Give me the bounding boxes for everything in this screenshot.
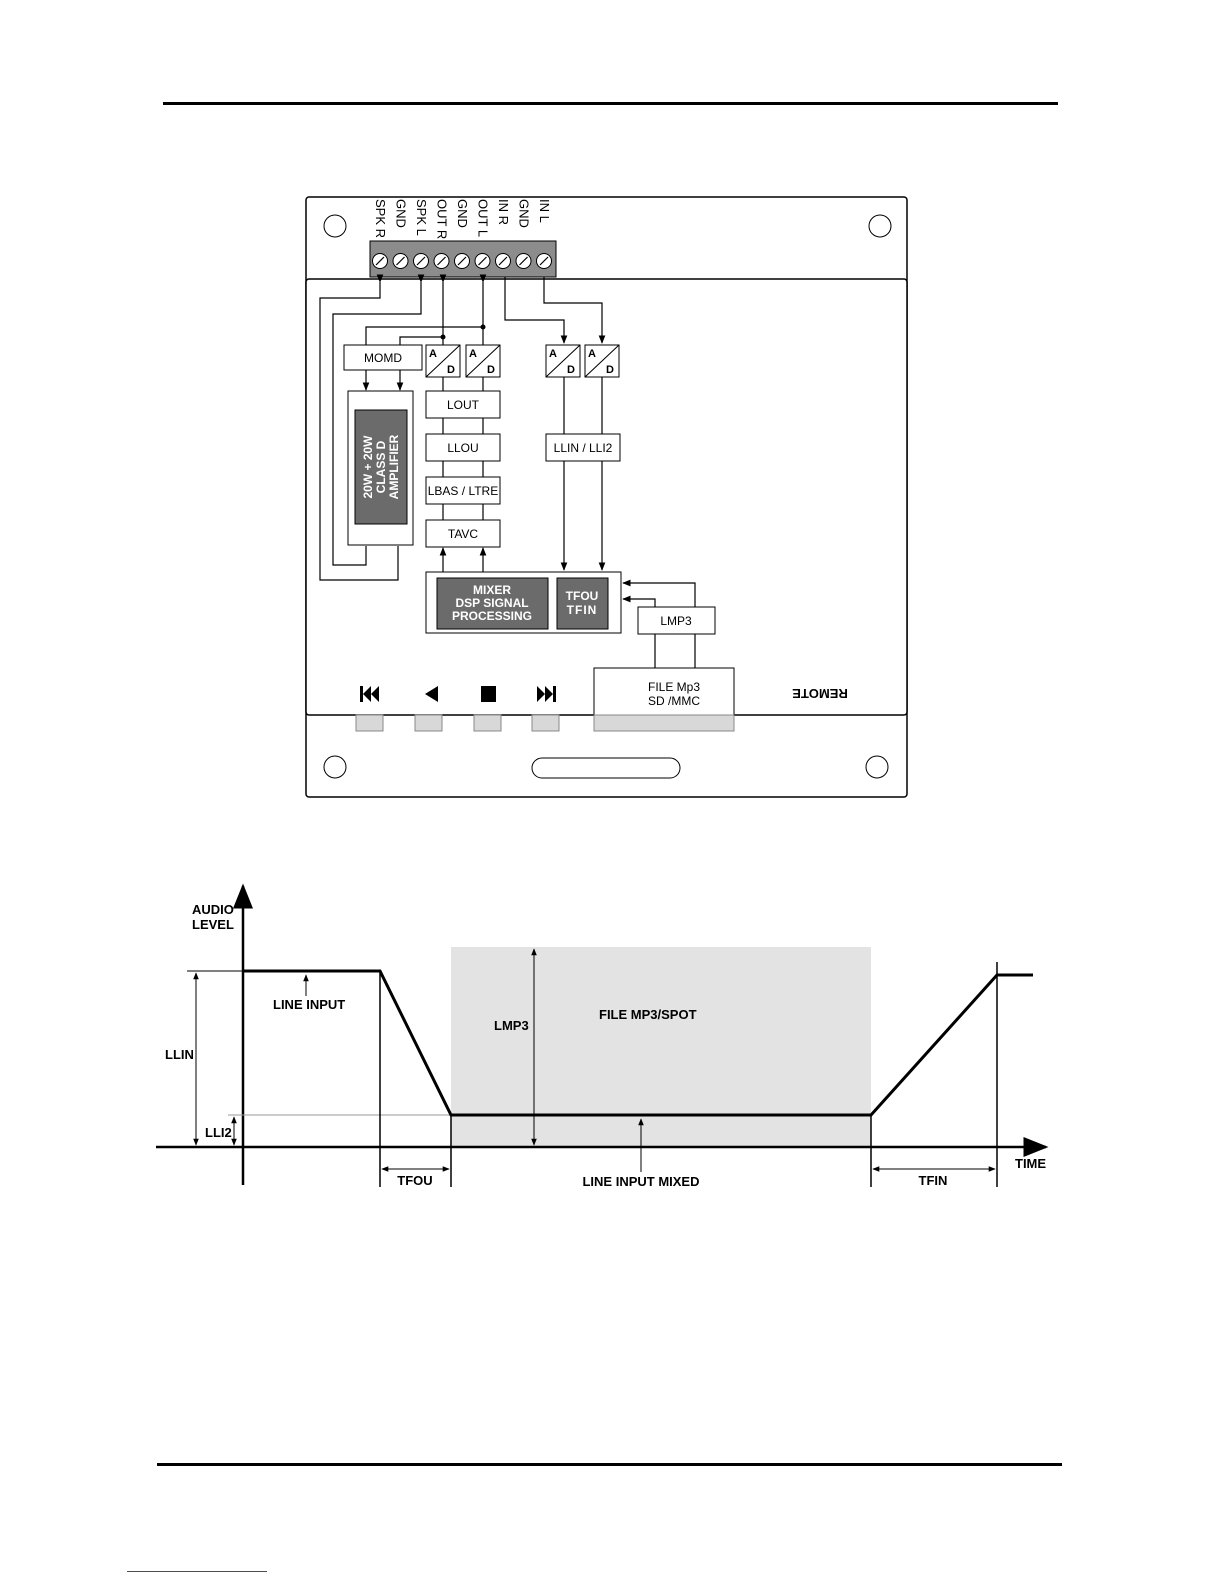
y-axis-label-2: LEVEL <box>192 917 234 932</box>
terminal-label: GND <box>455 199 470 228</box>
terminal-label: GND <box>517 199 532 228</box>
ad-label-a: A <box>549 348 557 360</box>
card-socket <box>594 715 734 731</box>
footer-link-underline <box>127 1571 267 1572</box>
lmp3-label: LMP3 <box>494 1018 529 1033</box>
ad-label-a: A <box>469 348 477 360</box>
audio-level-curve <box>243 971 1033 1115</box>
tfou-label: TFOU <box>397 1173 432 1188</box>
file-label-1: FILE Mp3 <box>648 680 700 694</box>
amp-label-1: 20W + 20W <box>361 435 375 499</box>
y-axis-label-1: AUDIO <box>192 902 234 917</box>
lmp3-label: LMP3 <box>660 614 692 628</box>
x-axis-label: TIME <box>1015 1156 1046 1171</box>
mount-hole <box>324 215 346 237</box>
lbas-label: LBAS / LTRE <box>428 484 498 498</box>
lout-label: LOUT <box>447 398 480 412</box>
junction-dot <box>441 335 446 340</box>
llin-label: LLIN / LLI2 <box>554 441 613 455</box>
mount-hole <box>324 756 346 778</box>
card-slot <box>532 758 680 778</box>
terminal-label: GND <box>394 199 409 228</box>
ad-label-a: A <box>588 348 596 360</box>
ad-label-d: D <box>567 364 575 376</box>
remote-label: REMOTE <box>792 686 848 701</box>
button-cap-prev[interactable] <box>356 715 383 731</box>
llou-label: LLOU <box>447 441 478 455</box>
terminal-label: IN L <box>537 199 552 223</box>
ad-label-d: D <box>606 364 614 376</box>
ad-label-d: D <box>487 364 495 376</box>
file-label-2: SD /MMC <box>648 694 700 708</box>
terminal-label: OUT R <box>435 199 450 239</box>
block-diagram: SPK R GND SPK L OUT R GND OUT L IN R GND IN L <box>0 0 1225 820</box>
file-spot-label: FILE MP3/SPOT <box>599 1007 697 1022</box>
mixer-label-1: MIXER <box>473 583 511 597</box>
tfin-label: TFIN <box>919 1173 948 1188</box>
tfou-label: TFOU <box>566 589 599 603</box>
amp-label-2: CLASS D <box>374 440 388 493</box>
button-cap-next[interactable] <box>532 715 559 731</box>
tfin-label: TFIN <box>567 603 598 617</box>
junction-dot <box>481 325 486 330</box>
momd-label: MOMD <box>364 351 402 365</box>
line-input-label: LINE INPUT <box>273 997 345 1012</box>
llin-label: LLIN <box>165 1047 194 1062</box>
terminal-label: IN R <box>496 199 511 225</box>
mount-hole <box>869 215 891 237</box>
mixer-label-3: PROCESSING <box>452 609 532 623</box>
mixer-label-2: DSP SIGNAL <box>455 596 528 610</box>
button-cap-stop[interactable] <box>474 715 501 731</box>
ad-label-a: A <box>429 348 437 360</box>
stop-icon[interactable] <box>481 686 496 702</box>
button-cap-play[interactable] <box>415 715 442 731</box>
footer-rule <box>157 1463 1062 1466</box>
mount-hole <box>866 756 888 778</box>
file-mp3-region <box>451 947 871 1147</box>
ad-label-d: D <box>447 364 455 376</box>
lli2-label: LLI2 <box>205 1125 232 1140</box>
terminal-label: SPK L <box>414 199 429 236</box>
terminal-label: SPK R <box>373 199 388 238</box>
line-input-mixed-label: LINE INPUT MIXED <box>582 1174 699 1189</box>
amp-label-3: AMPLIFIER <box>387 434 401 499</box>
terminal-label: OUT L <box>476 199 491 237</box>
tavc-label: TAVC <box>448 527 479 541</box>
